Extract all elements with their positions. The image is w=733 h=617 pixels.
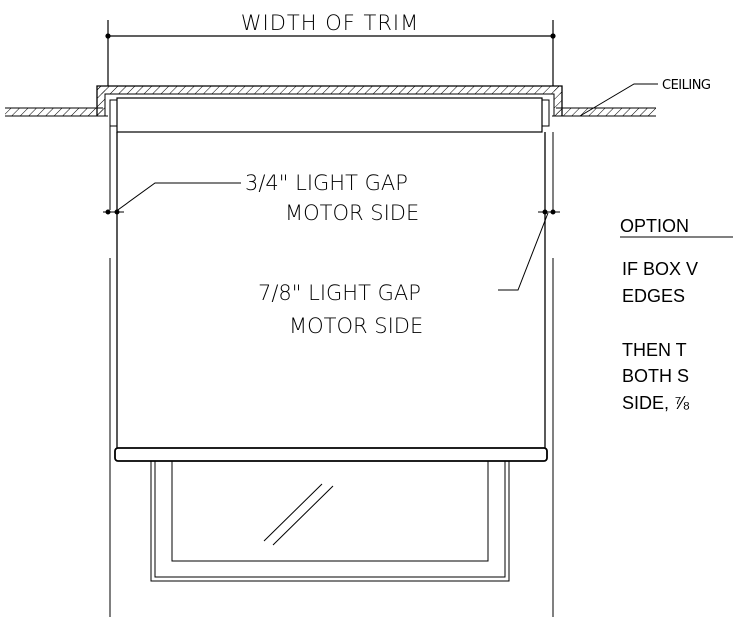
option-notes: OPTION IF BOX V EDGES THEN T BOTH S SIDE… [620, 216, 733, 413]
hem-bar [114, 447, 548, 462]
note-line-4: BOTH S [622, 366, 689, 386]
ceiling-leader [579, 83, 658, 117]
left-gap-label-line1: 3/4" LIGHT GAP [245, 171, 408, 195]
window-pane [150, 460, 510, 582]
width-of-trim-label: WIDTH OF TRIM [241, 11, 419, 35]
note-line-3: THEN T [622, 340, 687, 360]
note-line-5: SIDE, ⅞ [622, 393, 690, 413]
roller-tube [116, 97, 543, 133]
right-gap-leader [498, 209, 560, 291]
left-gap-label-line2: MOTOR SIDE [285, 201, 419, 225]
note-line-1: IF BOX V [622, 259, 698, 279]
ceiling-label: CEILING [662, 78, 711, 93]
note-line-2: EDGES [622, 286, 685, 306]
left-gap-leader [103, 182, 241, 215]
width-dimension [105, 20, 556, 86]
ceiling [5, 107, 656, 117]
right-gap-label-line1: 7/8" LIGHT GAP [258, 281, 421, 305]
right-gap-label-line2: MOTOR SIDE [289, 314, 423, 338]
shade-fabric [116, 132, 546, 448]
option-heading: OPTION [620, 216, 689, 236]
window-jambs [109, 116, 554, 617]
